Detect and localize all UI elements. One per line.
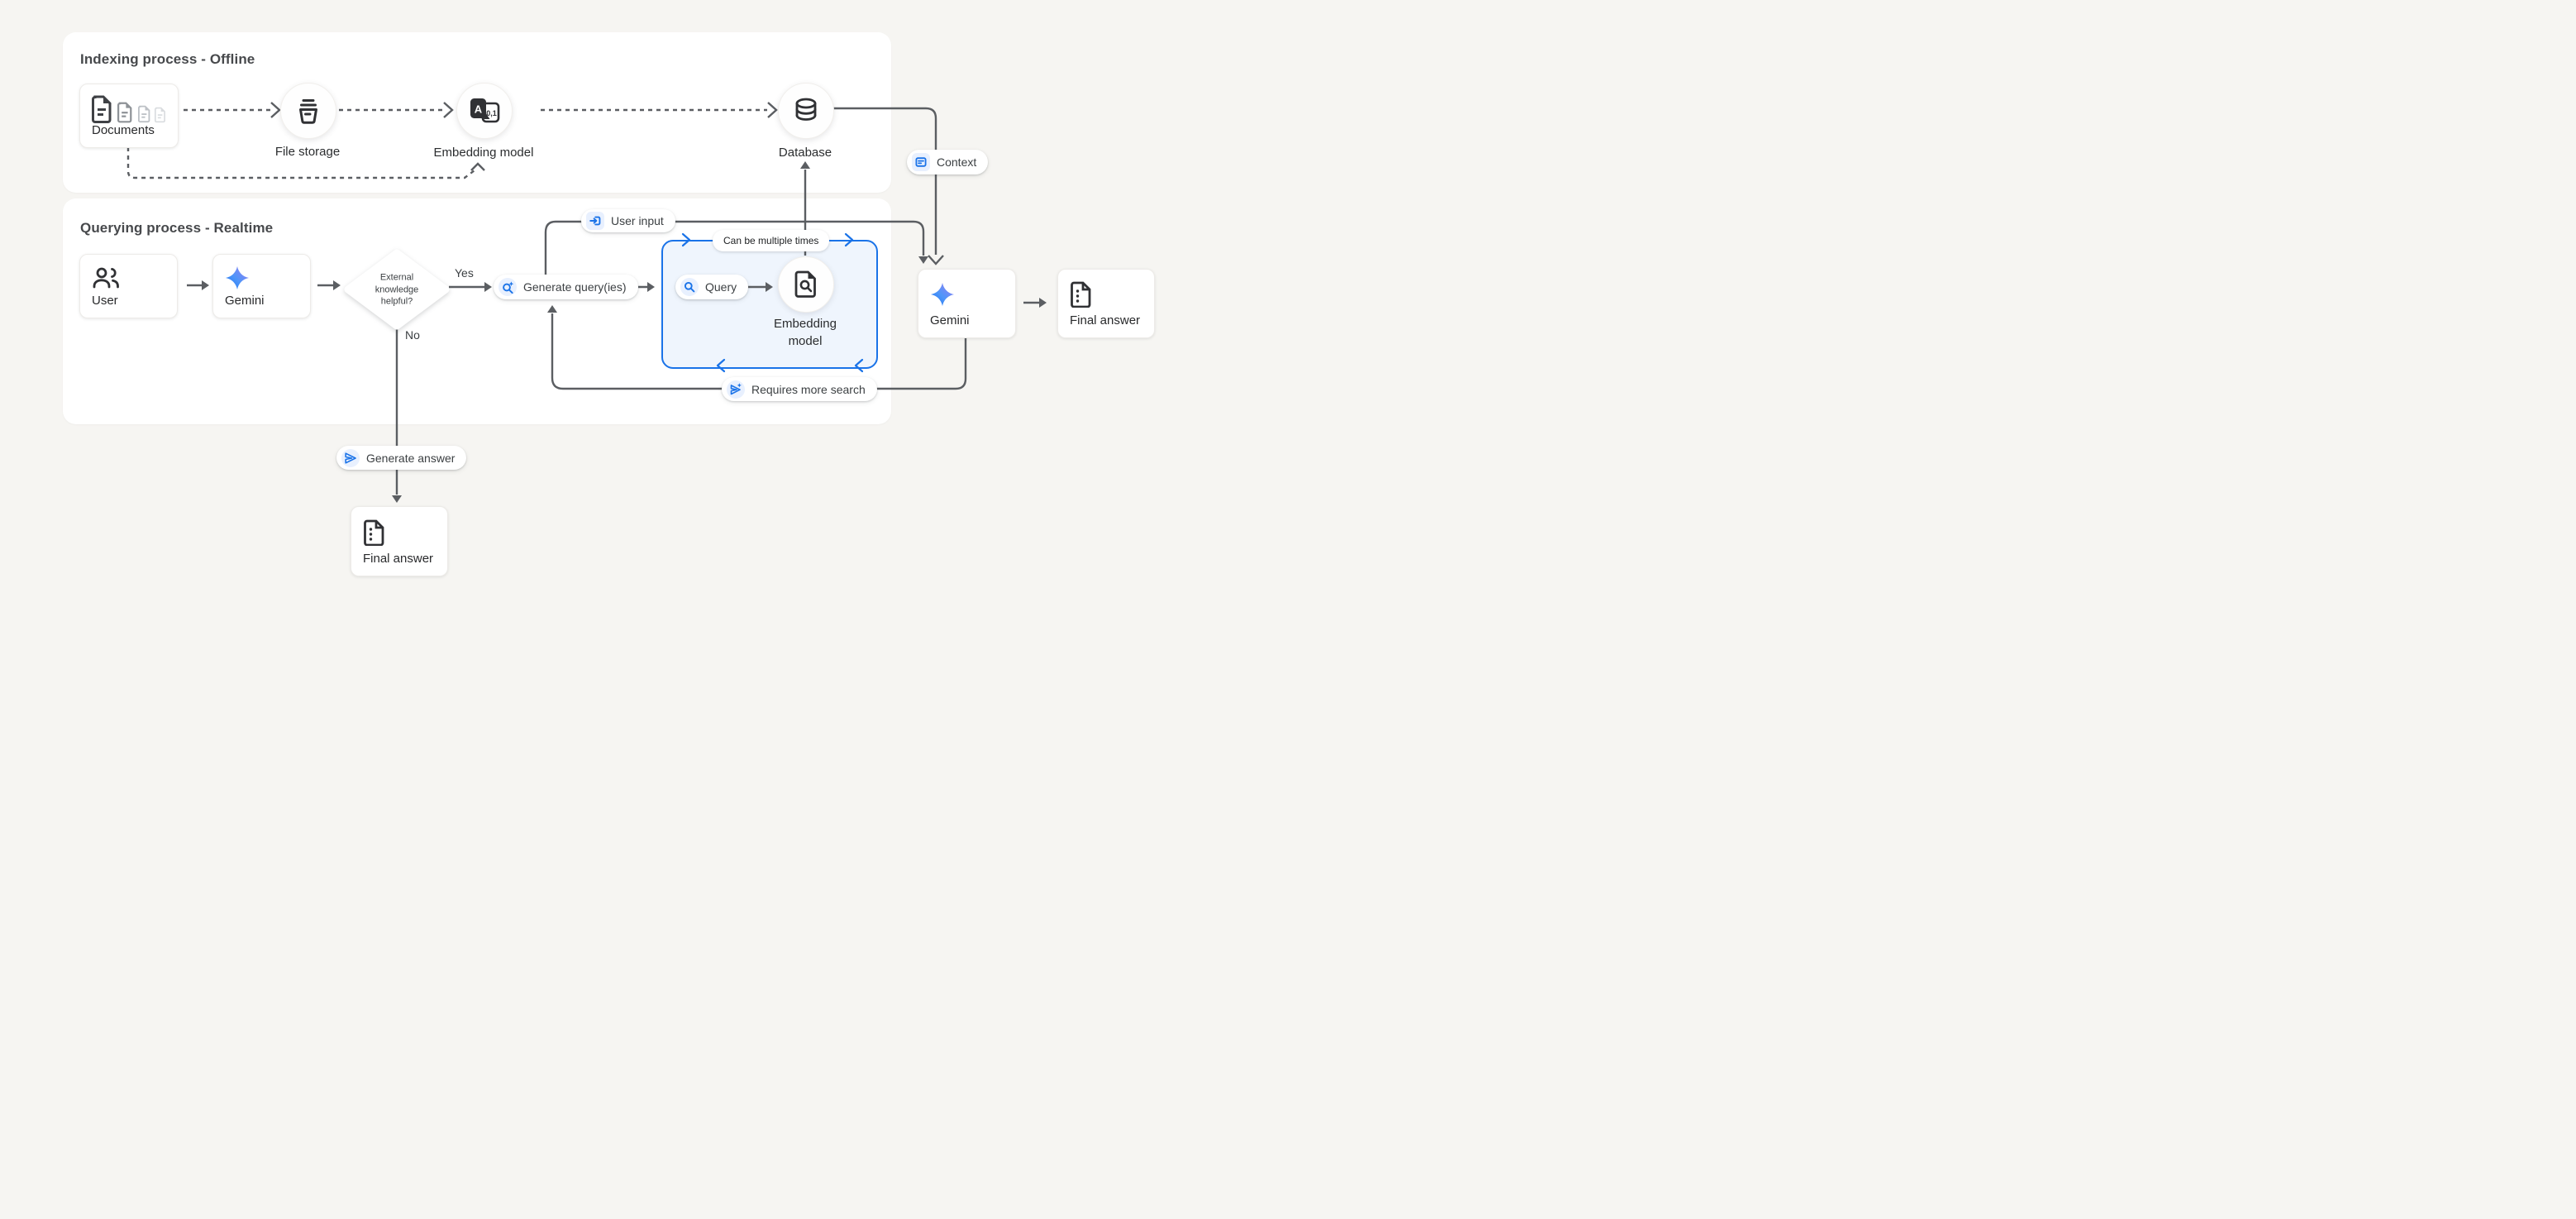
external-knowledge-decision: External knowledge helpful? [344, 249, 450, 330]
search-icon [680, 278, 699, 296]
rag-architecture-diagram: Indexing process - Offline Querying proc… [0, 0, 1288, 610]
svg-text:A: A [475, 103, 483, 116]
search-spark-icon [499, 278, 517, 296]
final-answer-label-right: Final answer [1070, 313, 1141, 327]
answer-document-icon [1070, 281, 1093, 308]
send-icon [341, 448, 360, 467]
database-icon [792, 97, 820, 125]
gemini-star-icon [930, 282, 955, 307]
arrowhead [928, 255, 944, 265]
user-input-label: User input [611, 214, 664, 227]
query-label: Query [705, 280, 737, 294]
final-answer-card-right: Final answer [1057, 269, 1155, 338]
svg-text:0,1: 0,1 [486, 109, 497, 117]
text-to-vector-icon: 0,1 A [468, 97, 501, 125]
document-search-icon [794, 270, 818, 299]
answer-gemini-card: Gemini [918, 269, 1016, 338]
context-tag-label: Context [937, 155, 977, 169]
query-embedding-model-node [778, 256, 834, 313]
input-icon [586, 212, 604, 230]
users-icon [92, 265, 120, 290]
send-spark-icon [727, 380, 745, 399]
generate-answer-label: Generate answer [366, 451, 456, 465]
documents-label: Documents [92, 123, 155, 137]
answer-document-icon [363, 519, 386, 546]
gemini-star-icon [225, 265, 250, 290]
user-label: User [92, 294, 118, 308]
loop-caption-pill: Can be multiple times [713, 230, 830, 251]
indexing-panel-title: Indexing process - Offline [80, 51, 255, 67]
database-label: Database [778, 146, 832, 160]
generate-queries-pill: Generate query(ies) [494, 275, 638, 299]
gemini-card: Gemini [212, 254, 311, 318]
decision-no-label: No [405, 328, 420, 342]
gemini-label: Gemini [225, 294, 265, 308]
documents-card: Documents [79, 84, 179, 148]
decision-question: External knowledge helpful? [374, 272, 419, 307]
query-embedding-model-label: Embedding model [774, 317, 837, 348]
requires-more-search-label: Requires more search [751, 382, 866, 396]
user-card: User [79, 254, 178, 318]
query-pill: Query [675, 275, 749, 299]
final-answer-card-bottom: Final answer [351, 506, 448, 576]
requires-more-search-tag: Requires more search [722, 377, 877, 401]
file-storage-node [280, 83, 336, 139]
generate-answer-tag: Generate answer [336, 446, 467, 470]
embedding-model-node: 0,1 A [456, 83, 513, 139]
database-node [778, 83, 834, 139]
generate-queries-label: Generate query(ies) [523, 280, 627, 294]
embedding-model-label: Embedding model [433, 146, 534, 160]
querying-panel-title: Querying process - Realtime [80, 220, 274, 236]
file-storage-label: File storage [274, 145, 341, 159]
final-answer-label-bottom: Final answer [363, 552, 434, 566]
decision-yes-label: Yes [455, 266, 474, 280]
loop-caption-label: Can be multiple times [723, 235, 819, 246]
documents-stack-icon [92, 95, 174, 125]
answer-gemini-label: Gemini [930, 313, 970, 327]
storage-bucket-icon [293, 96, 323, 126]
user-input-tag: User input [581, 209, 675, 232]
article-icon [912, 153, 930, 171]
context-tag: Context [907, 150, 989, 174]
